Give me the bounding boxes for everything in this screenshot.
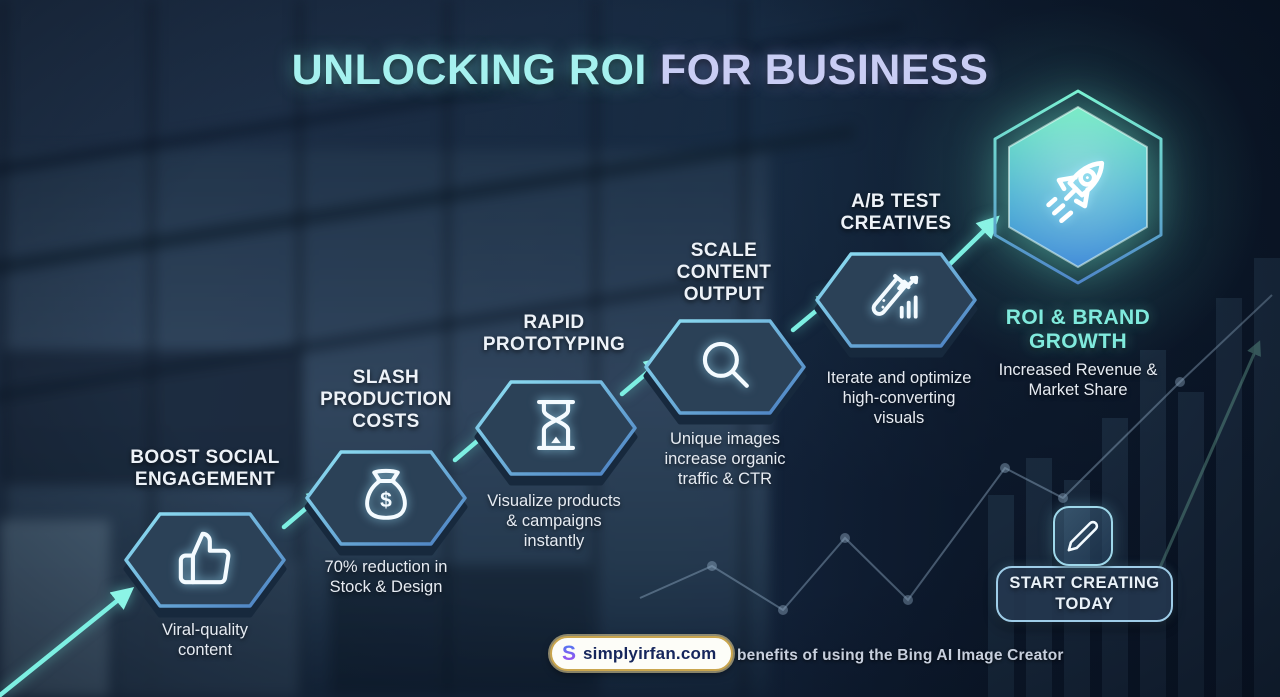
money-bag-icon: $ bbox=[365, 468, 407, 520]
hourglass-icon bbox=[537, 399, 575, 451]
test-tube-chart-icon bbox=[871, 273, 919, 319]
step-3-heading: RAPID PROTOTYPING bbox=[482, 312, 626, 356]
step-5-heading: A/B TEST CREATIVES bbox=[840, 191, 952, 235]
thumbs-up-icon bbox=[178, 531, 231, 585]
brand-badge[interactable]: S simplyirfan.com bbox=[550, 636, 734, 671]
title-part-2: FOR BUSINESS bbox=[659, 46, 989, 94]
step-1-subtext: Viral-quality content bbox=[162, 621, 248, 660]
step-5-subtext: Iterate and optimize high-converting vis… bbox=[826, 369, 972, 428]
start-creating-label: START CREATING TODAY bbox=[1009, 573, 1160, 613]
brand-logo: S bbox=[562, 642, 577, 665]
footer-caption: benefits of using the Bing AI Image Crea… bbox=[737, 647, 1064, 664]
step-4-subtext: Unique images increase organic traffic &… bbox=[664, 430, 786, 489]
step-2-heading: SLASH PRODUCTION COSTS bbox=[320, 367, 452, 433]
start-creating-button[interactable]: START CREATING TODAY bbox=[996, 566, 1173, 622]
step-1-heading: BOOST SOCIAL ENGAGEMENT bbox=[130, 447, 280, 491]
rocket-icon bbox=[1046, 160, 1105, 224]
flow-arrow-start bbox=[0, 587, 135, 697]
pencil-icon bbox=[1067, 520, 1099, 552]
final-step-subtext: Increased Revenue & Market Share bbox=[998, 361, 1158, 400]
pencil-button[interactable] bbox=[1053, 506, 1113, 566]
roi-hexagon bbox=[993, 89, 1163, 285]
brand-site: simplyirfan.com bbox=[583, 643, 717, 663]
step-2-subtext: 70% reduction in Stock & Design bbox=[324, 558, 448, 597]
dollar-symbol: $ bbox=[380, 489, 392, 512]
final-step-heading: ROI & BRAND GROWTH bbox=[1005, 306, 1151, 354]
step-3-subtext: Visualize products & campaigns instantly bbox=[487, 492, 621, 551]
step-4-heading: SCALE CONTENT OUTPUT bbox=[676, 240, 772, 306]
magnifier-icon bbox=[702, 341, 749, 388]
flow-arrow-5 bbox=[947, 215, 1000, 267]
title-part-1: UNLOCKING ROI bbox=[291, 46, 647, 94]
